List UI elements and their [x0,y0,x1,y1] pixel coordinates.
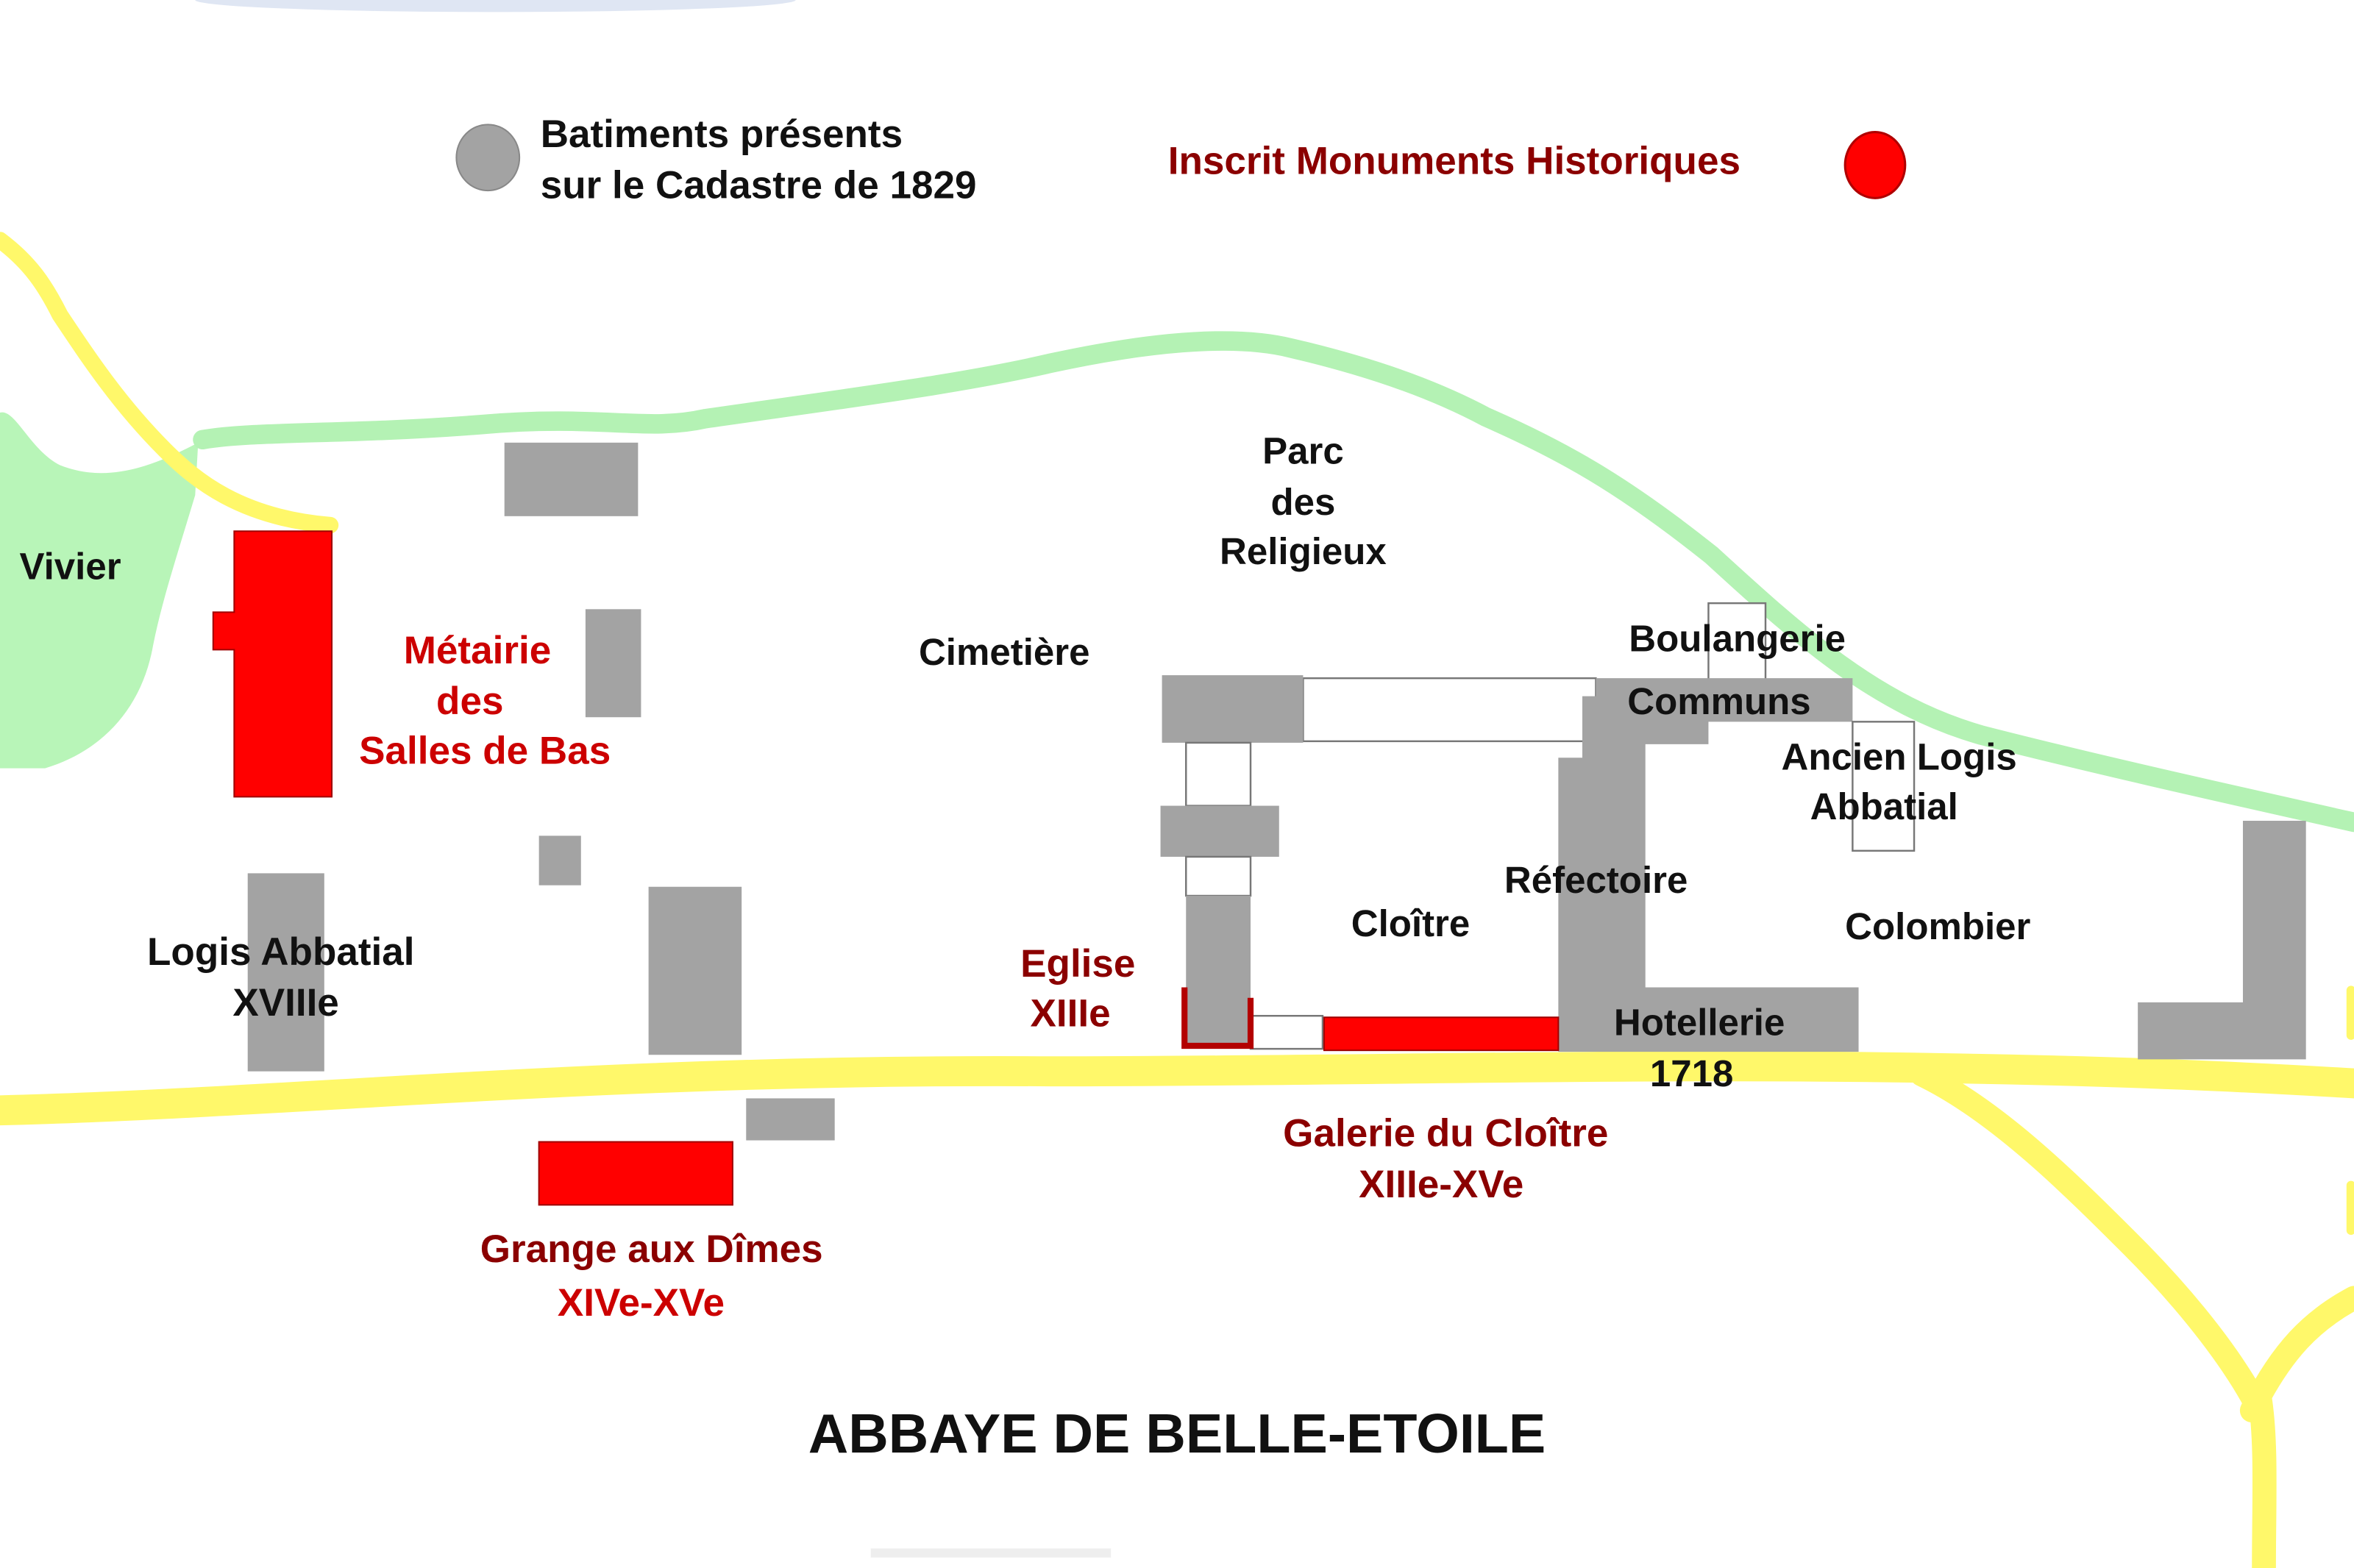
legend: Batiments présents sur le Cadastre de 18… [455,113,1907,207]
label-communs: Communs [1627,680,1810,722]
road-east [2239,1286,2354,1423]
label-ancien-logis-1: Ancien Logis [1782,736,2017,778]
roads [0,232,2354,1568]
label-refectoire: Réfectoire [1504,859,1688,901]
label-hotellerie-1: Hotellerie [1614,1002,1785,1044]
legend-red-label: Inscrit Monuments Historiques [1168,140,1740,183]
galerie-du-cloitre-building [1323,1016,1560,1052]
grange-aux-dimes-building [538,1141,733,1206]
label-eglise-2: XIIIe [1031,991,1111,1035]
stream [193,331,2354,833]
eglise-apse [1181,987,1254,1050]
label-logis-abbatial-1: Logis Abbatial [147,930,415,974]
colombier-building [2138,820,2306,1060]
label-metairie-1: Métairie [404,629,552,672]
label-galerie-1: Galerie du Cloître [1283,1112,1608,1155]
legend-gray-label-1: Batiments présents [541,113,903,156]
heritage-buildings [212,530,1560,1206]
label-cimetiere: Cimetière [919,631,1089,673]
vivier-pond [0,412,199,769]
label-metairie-3: Salles de Bas [359,729,611,772]
legend-gray-swatch [455,124,521,192]
label-eglise-1: Eglise [1020,942,1135,986]
cadastre-buildings [247,442,2306,1141]
cloister-north-wing-outline [1302,677,1597,743]
label-boulangerie: Boulangerie [1629,617,1846,659]
cloister-west-passage-2 [1185,855,1252,897]
label-cloitre: Cloître [1351,902,1471,944]
building-south-small [746,1098,835,1141]
label-logis-abbatial-2: XVIIIe [232,981,339,1024]
refectoire-communs-hotellerie [1558,678,1859,1052]
legend-red-swatch [1843,131,1907,199]
building-north-1 [504,442,639,516]
building-central-west [648,886,742,1055]
place-labels: Vivier Logis Abbatial XVIIIe Cimetière P… [20,430,2031,1094]
label-grange-1: Grange aux Dîmes [480,1227,823,1271]
top-smudge [195,0,796,13]
label-parc-2: des [1270,481,1335,523]
legend-gray-label-2: sur le Cadastre de 1829 [541,163,977,207]
heritage-labels: Métairie des Salles de Bas Eglise XIIIe … [359,629,1608,1325]
label-parc-3: Religieux [1220,530,1387,572]
label-colombier: Colombier [1845,905,2030,947]
boulangerie-outline [1707,602,1767,683]
building-small-square [538,835,581,885]
label-metairie-2: des [436,680,503,723]
label-grange-2: XIVe-XVe [558,1281,725,1325]
label-parc-1: Parc [1262,430,1344,471]
metairie-building [212,530,333,798]
label-vivier: Vivier [20,546,121,588]
label-ancien-logis-2: Abbatial [1810,785,1958,827]
label-galerie-2: XIIIe-XVe [1359,1163,1523,1206]
church-nave [1186,895,1251,1047]
cloister-west-passage-1 [1185,741,1252,807]
ancien-logis-outline [1852,721,1916,852]
bottom-smudge [870,1548,1112,1558]
cloister-west-block [1160,805,1279,857]
road-south [2247,1383,2277,1568]
road-northwest [0,232,339,534]
road-main [0,1051,2354,1126]
building-north-2 [585,609,641,718]
cloister-south-passage [1249,1014,1324,1050]
road-southeast [1909,1062,2272,1423]
cloister-nw-block [1162,675,1304,743]
label-hotellerie-2: 1718 [1650,1052,1733,1094]
map-title: ABBAYE DE BELLE-ETOILE [808,1403,1546,1464]
building-logis-abbatial [247,873,324,1072]
